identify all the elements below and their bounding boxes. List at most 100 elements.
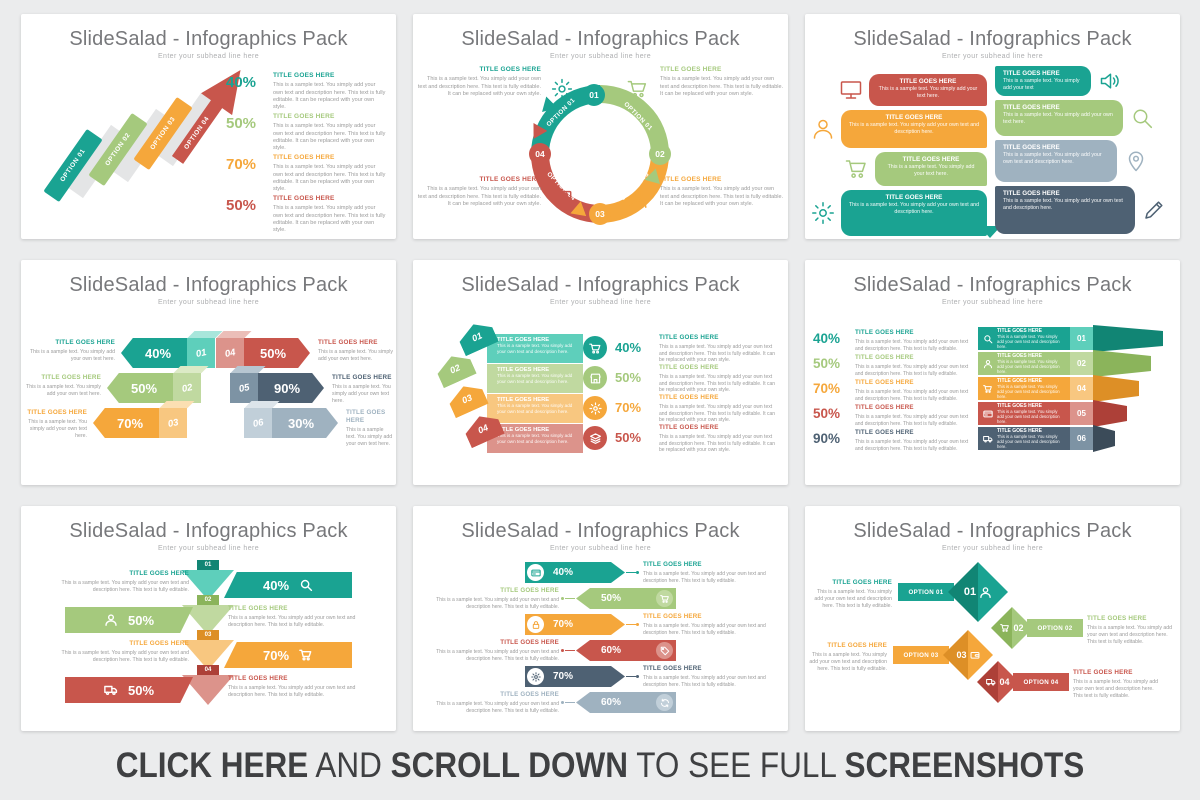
bubble-title: TITLE GOES HERE <box>1003 104 1060 111</box>
cube-num: 02 <box>180 381 194 395</box>
slide-card-7[interactable]: SlideSalad - Infographics Pack Enter you… <box>21 506 396 731</box>
block-title: TITLE GOES HERE <box>273 195 335 202</box>
chevron-pct: 70% <box>553 671 574 682</box>
cube: 06 <box>244 408 272 438</box>
block-title: TITLE GOES HERE <box>855 429 914 436</box>
block-body: This is a sample text. You simply add yo… <box>814 589 892 609</box>
gear-icon <box>589 402 602 415</box>
stat-circle <box>583 426 607 450</box>
segment-badge: 03 <box>589 203 611 225</box>
block-title: TITLE GOES HERE <box>832 579 892 586</box>
slide-card-8[interactable]: SlideSalad - Infographics Pack Enter you… <box>413 506 788 731</box>
text-block: TITLE GOES HERE This is a sample text. Yo… <box>1073 669 1161 699</box>
arrow-bar: 50% <box>107 373 173 403</box>
stat-pct: 40% <box>615 340 642 355</box>
arrow-bar: 30% <box>272 408 338 438</box>
diamond-num: 01 <box>963 586 977 598</box>
block-title: TITLE GOES HERE <box>129 570 189 577</box>
band-title: TITLE GOES HERE <box>497 337 550 343</box>
stat-pct: 50% <box>226 115 257 132</box>
block-body: This is a sample text. You simply add yo… <box>643 571 766 584</box>
block-title: TITLE GOES HERE <box>1073 669 1133 676</box>
block-body: This is a sample text. You simply add yo… <box>643 675 766 688</box>
slide-subtitle: Enter your subhead line here <box>157 545 260 552</box>
block-body: This is a sample text. You simply add yo… <box>436 701 559 714</box>
chevron-bar <box>525 666 625 687</box>
diamond-num: 02 <box>1013 623 1024 633</box>
block-title: TITLE GOES HERE <box>659 334 719 341</box>
block-title: TITLE GOES HERE <box>500 587 559 594</box>
slide-title: SlideSalad - Infographics Pack <box>461 28 740 50</box>
slab-title: TITLE GOES HERE <box>997 377 1043 384</box>
connector-line <box>626 572 636 573</box>
block-title: TITLE GOES HERE <box>41 374 101 381</box>
slide-card-4[interactable]: SlideSalad - Infographics Pack Enter you… <box>21 260 396 485</box>
cube-num: 04 <box>223 346 237 360</box>
text-block: TITLE GOES HERE This is a sample text. Yo… <box>807 579 892 609</box>
stat-pct: 40% <box>813 331 841 346</box>
badge-num: 02 <box>655 149 665 159</box>
stat-pct: 40% <box>226 74 257 91</box>
bar-pct: 40% <box>262 577 290 593</box>
block-body: This is a sample text. You simply add yo… <box>1073 679 1159 699</box>
slide-card-5[interactable]: SlideSalad - Infographics Pack Enter you… <box>413 260 788 485</box>
cube-top <box>230 366 266 373</box>
block-body: This is a sample text. You simply add yo… <box>660 76 784 97</box>
cta-segment: AND <box>308 746 391 785</box>
slab-title: TITLE GOES HERE <box>997 327 1043 334</box>
diamond-num: 04 <box>999 677 1010 687</box>
arrow-bar: 50% <box>244 338 310 368</box>
block-body: This is a sample text. You simply add yo… <box>660 186 784 207</box>
cta-segment: TO SEE FULL <box>627 746 845 785</box>
diamond: 01 <box>948 562 1008 622</box>
slide-card-2[interactable]: SlideSalad - Infographics Pack Enter you… <box>413 14 788 239</box>
block-title: TITLE GOES HERE <box>273 113 335 120</box>
bubble-title: TITLE GOES HERE <box>902 156 960 163</box>
connector-line <box>565 702 575 703</box>
cube-top <box>244 401 280 408</box>
badge-num: 02 <box>448 362 462 376</box>
cube: 01 <box>187 338 215 368</box>
lock-icon <box>531 620 541 630</box>
band-body: This is a sample text. You simply add yo… <box>497 403 573 414</box>
slide-card-9[interactable]: SlideSalad - Infographics Pack Enter you… <box>805 506 1180 731</box>
cta-banner[interactable]: CLICK HERE AND SCROLL DOWN TO SEE FULL S… <box>0 732 1200 800</box>
slide-title: SlideSalad - Infographics Pack <box>69 274 348 296</box>
block-title: TITLE GOES HERE <box>643 665 702 672</box>
block-body: This is a sample text. You simply add yo… <box>643 623 766 636</box>
chevron-circle <box>527 616 544 633</box>
slide-card-1[interactable]: SlideSalad - Infographics Pack Enter you… <box>21 14 396 239</box>
stat-pct: 50% <box>615 370 642 385</box>
slide-card-6[interactable]: SlideSalad - Infographics Pack Enter you… <box>805 260 1180 485</box>
block-title: TITLE GOES HERE <box>55 339 115 346</box>
tag-icon <box>660 646 670 656</box>
block-title: TITLE GOES HERE <box>1087 615 1147 622</box>
block-body: This is a sample text. You simply add yo… <box>273 164 386 192</box>
cube-num: 06 <box>251 416 265 430</box>
funnel-tab: 03 <box>197 630 219 640</box>
slide-card-3[interactable]: SlideSalad - Infographics Pack Enter you… <box>805 14 1180 239</box>
stat-circle <box>583 336 607 360</box>
badge-num: 03 <box>595 209 605 219</box>
cube-num: 05 <box>237 381 251 395</box>
funnel-tab: 04 <box>197 665 219 675</box>
cart-icon <box>660 594 670 604</box>
band-title: TITLE GOES HERE <box>497 397 550 403</box>
slab-title: TITLE GOES HERE <box>997 427 1043 434</box>
slab-num: 06 <box>1077 434 1086 443</box>
